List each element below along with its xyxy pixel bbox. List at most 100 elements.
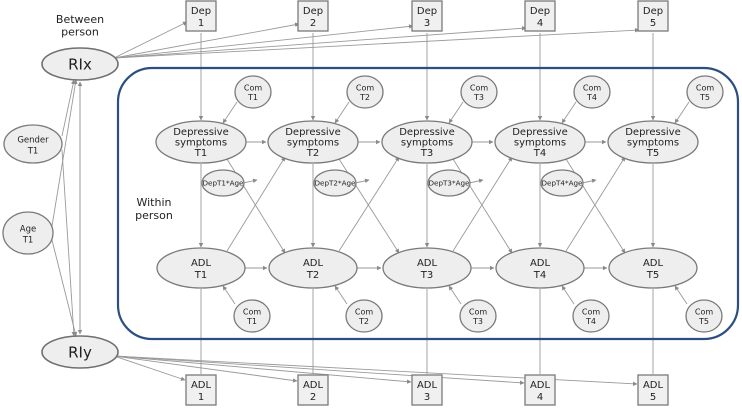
adl-node-3 bbox=[382, 247, 472, 289]
com-bottom-2-path bbox=[334, 285, 348, 305]
age-t1-node bbox=[2, 211, 54, 255]
com-bottom-node-3 bbox=[459, 299, 497, 333]
com-bottom-node-2 bbox=[345, 299, 383, 333]
dep-indicator-box-2 bbox=[297, 0, 329, 32]
com-bottom-1-path bbox=[222, 285, 236, 305]
com-bottom-3-path bbox=[448, 285, 462, 305]
depressive-symptoms-node-2 bbox=[267, 120, 359, 164]
adl-node-5 bbox=[608, 247, 698, 289]
gender-to-rix-path bbox=[61, 79, 76, 137]
adl-indicator-box-4 bbox=[524, 374, 556, 406]
depressive-symptoms-node-4 bbox=[494, 120, 586, 164]
within-person-frame bbox=[116, 66, 740, 341]
com-bottom-5-path bbox=[674, 285, 688, 305]
interaction-label-2: DepT2*Age bbox=[315, 179, 357, 188]
adl-to-dep-crosslag-1-path bbox=[226, 156, 286, 252]
interaction-3-path bbox=[468, 178, 484, 184]
gender-t1-node bbox=[3, 124, 63, 164]
interaction-label-4: DepT4*Age bbox=[542, 179, 584, 188]
age-to-riy-path bbox=[51, 239, 78, 337]
interaction-node-1 bbox=[201, 169, 245, 197]
riy-label: RIy bbox=[68, 343, 92, 361]
com-top-node-5 bbox=[686, 75, 724, 109]
com-top-1-path bbox=[222, 101, 238, 124]
com-top-3-path bbox=[448, 101, 464, 124]
com-top-5-path bbox=[674, 101, 690, 124]
interaction-label-1: DepT1*Age bbox=[203, 179, 245, 188]
adl-indicator-box-1 bbox=[185, 374, 217, 406]
rix-to-dep-3-path bbox=[113, 24, 414, 59]
depressive-symptoms-node-5 bbox=[607, 120, 699, 164]
adl-node-2 bbox=[268, 247, 358, 289]
com-top-4-path bbox=[561, 101, 577, 124]
interaction-4-path bbox=[581, 178, 597, 184]
adl-node-4 bbox=[495, 247, 585, 289]
age-to-rix-path bbox=[51, 79, 78, 227]
rix-to-dep-1-path bbox=[113, 21, 188, 59]
rix-node bbox=[41, 47, 119, 81]
adl-to-dep-crosslag-2-path bbox=[338, 156, 400, 252]
interaction-label-3: DepT3*Age bbox=[429, 179, 471, 188]
depressive-symptoms-node-3 bbox=[381, 120, 473, 164]
dep-indicator-box-3 bbox=[411, 0, 443, 32]
riy-to-adl-3-path bbox=[113, 355, 412, 384]
gender-to-riy-path bbox=[61, 149, 76, 337]
riy-to-adl-4-path bbox=[113, 355, 525, 385]
com-top-node-1 bbox=[234, 75, 272, 109]
com-bottom-node-5 bbox=[685, 299, 723, 333]
com-bottom-4-path bbox=[561, 285, 575, 305]
interaction-node-2 bbox=[313, 169, 357, 197]
adl-indicator-box-5 bbox=[637, 374, 669, 406]
riy-node bbox=[41, 335, 119, 369]
dep-indicator-box-1 bbox=[185, 0, 217, 32]
com-top-2-path bbox=[334, 101, 350, 124]
interaction-1-path bbox=[242, 178, 258, 184]
interaction-node-4 bbox=[540, 169, 584, 197]
adl-node-1 bbox=[156, 247, 246, 289]
rix-label: RIx bbox=[68, 55, 92, 73]
adl-indicator-box-2 bbox=[297, 374, 329, 406]
adl-to-dep-crosslag-4-path bbox=[565, 156, 626, 252]
rix-to-dep-4-path bbox=[113, 26, 527, 59]
com-bottom-node-4 bbox=[572, 299, 610, 333]
riy-to-adl-2-path bbox=[113, 355, 298, 383]
adl-to-dep-crosslag-3-path bbox=[452, 156, 513, 252]
rix-to-dep-5-path bbox=[113, 27, 640, 59]
interaction-node-3 bbox=[427, 169, 471, 197]
com-top-node-4 bbox=[573, 75, 611, 109]
